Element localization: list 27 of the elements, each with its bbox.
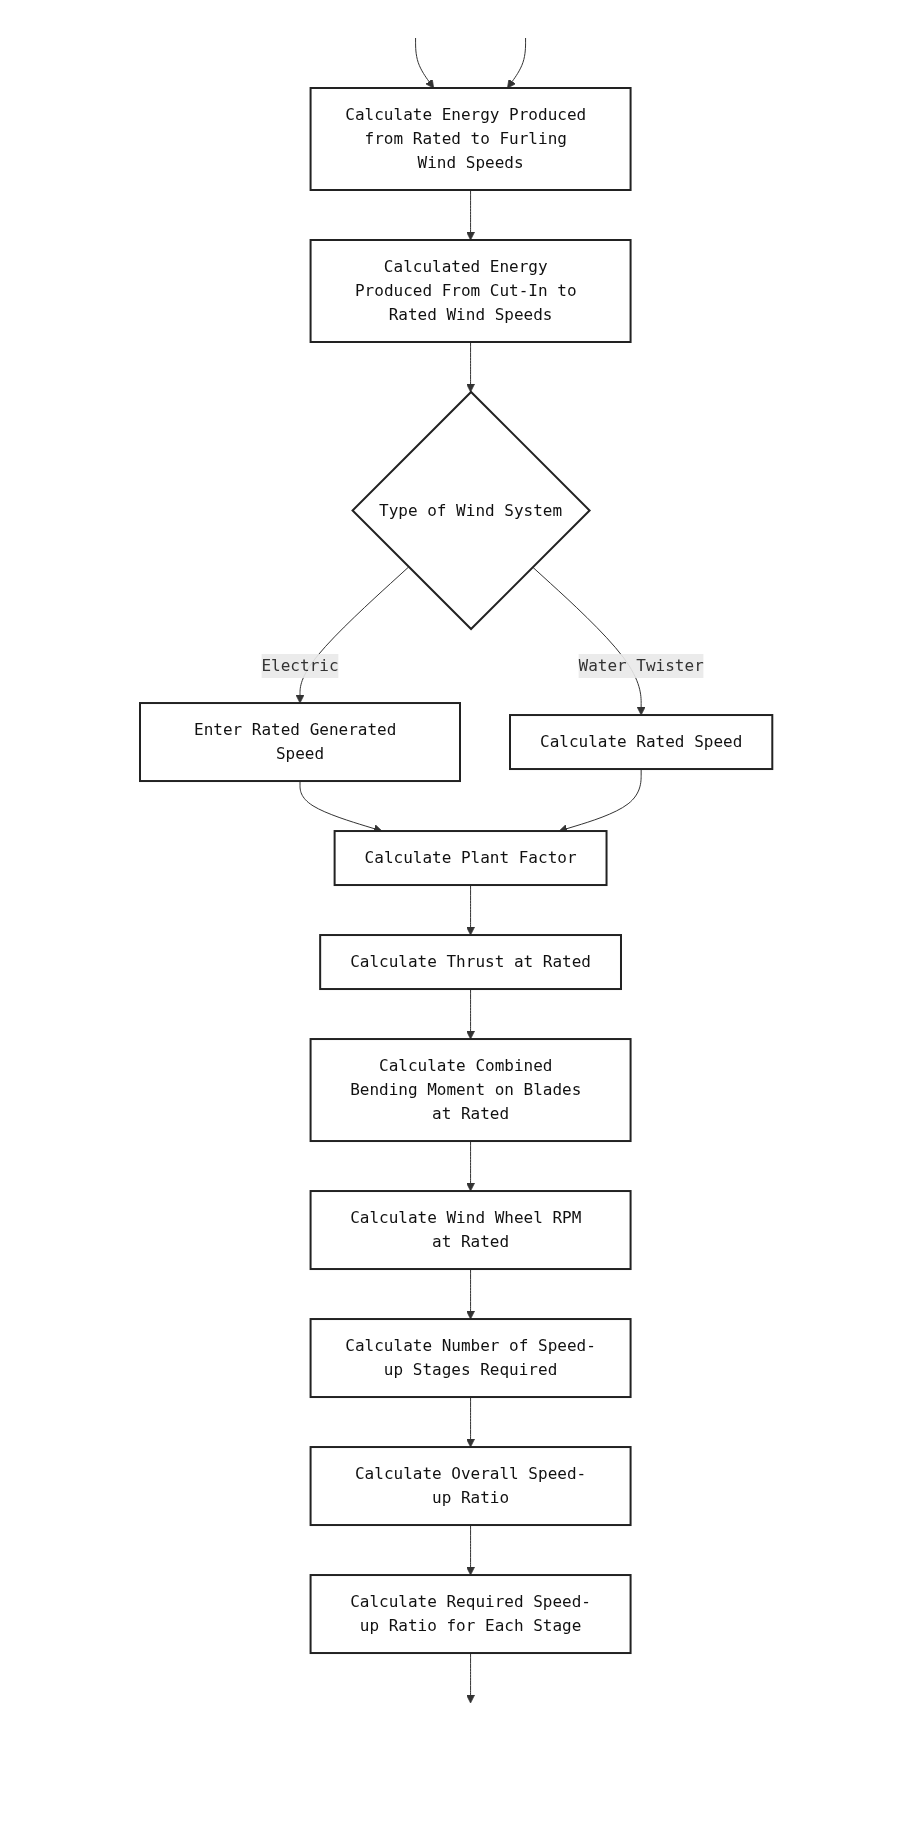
arrow bbox=[466, 884, 476, 936]
arrow bbox=[466, 1268, 476, 1320]
arrow bbox=[466, 1524, 476, 1576]
node-box: Calculate Wind Wheel RPM at Rated bbox=[309, 1190, 632, 1271]
node-box: Calculate Energy Produced from Rated to Furling Wind Speeds bbox=[309, 87, 632, 191]
arrow bbox=[466, 1652, 476, 1704]
arrow bbox=[466, 189, 476, 241]
arrow bbox=[415, 37, 435, 89]
node-diamond: Type of Wind System bbox=[351, 390, 592, 631]
arrow bbox=[466, 1396, 476, 1448]
node-box: Enter Rated Generated Speed bbox=[139, 702, 462, 783]
node-box: Calculated Energy Produced From Cut-In to Rated Wind Speeds bbox=[309, 239, 632, 343]
node-box: Calculate Thrust at Rated bbox=[319, 934, 623, 991]
arrow bbox=[507, 37, 527, 89]
node-box: Calculate Plant Factor bbox=[333, 830, 608, 887]
node-box: Calculate Number of Speed-up Stages Required bbox=[309, 1318, 632, 1399]
edge-label: Water Twister bbox=[578, 656, 705, 676]
arrow bbox=[299, 780, 383, 833]
arrow bbox=[466, 1140, 476, 1192]
edge-label: Electric bbox=[261, 656, 339, 676]
arrow bbox=[466, 988, 476, 1040]
node-box: Calculate Rated Speed bbox=[509, 714, 774, 771]
node-box: Calculate Overall Speed-up Ratio bbox=[309, 1446, 632, 1527]
arrow bbox=[466, 341, 476, 393]
arrow bbox=[559, 768, 642, 833]
node-box: Calculate Combined Bending Moment on Blades at Rated bbox=[309, 1038, 632, 1143]
node-box: Calculate Required Speed-up Ratio for Each Stage bbox=[309, 1574, 632, 1655]
